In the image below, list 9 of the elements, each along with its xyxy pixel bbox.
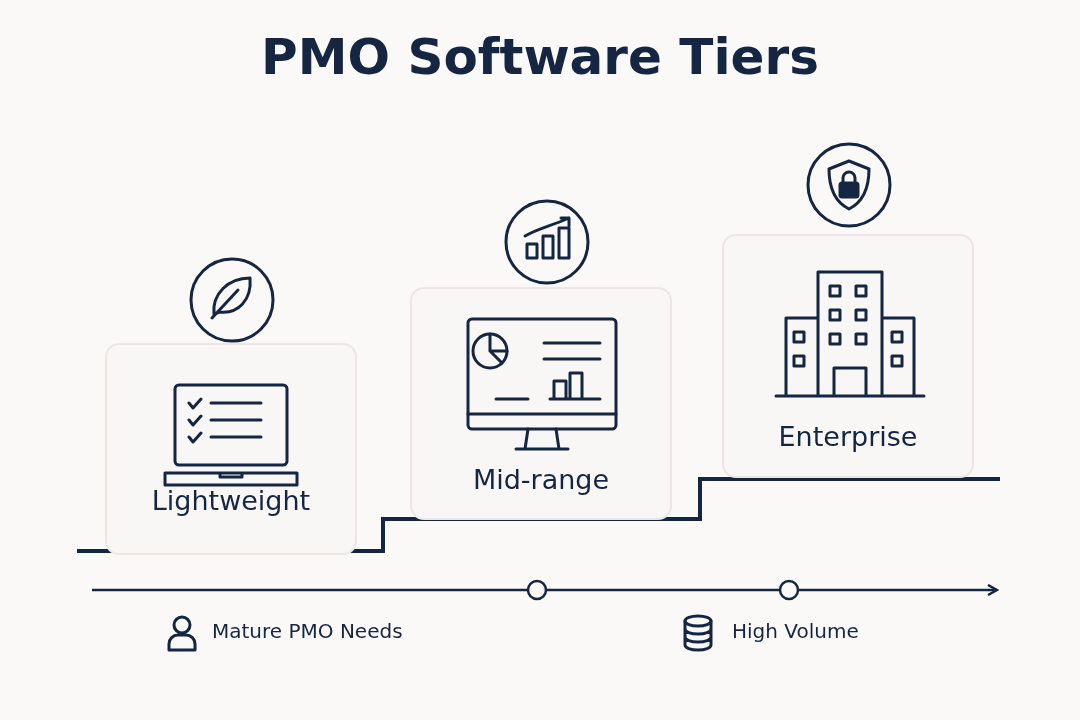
- tier-card: [722, 234, 974, 478]
- axis-label: High Volume: [732, 619, 859, 643]
- tier-card: [410, 287, 672, 520]
- axis-label: Mature PMO Needs: [212, 619, 403, 643]
- tier-card: [105, 343, 357, 555]
- tier-label: Mid-range: [472, 464, 610, 495]
- tier-label: Lightweight: [151, 485, 311, 516]
- tier-label: Enterprise: [778, 421, 918, 452]
- title: PMO Software Tiers: [260, 28, 820, 86]
